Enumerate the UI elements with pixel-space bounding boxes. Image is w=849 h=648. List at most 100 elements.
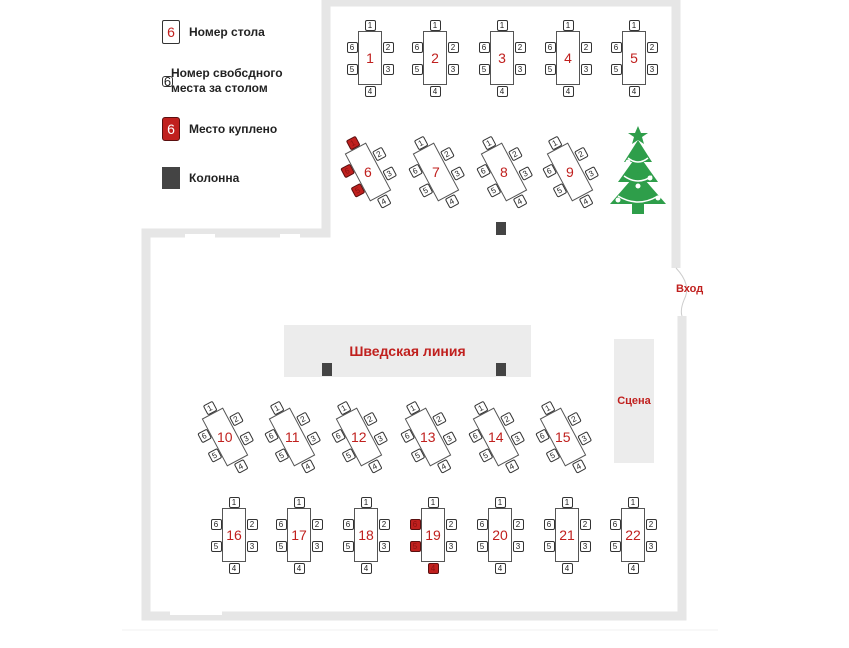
seat-free[interactable]: 6 bbox=[275, 518, 287, 530]
seat-free[interactable]: 6 bbox=[544, 41, 556, 53]
stage-area: Сцена bbox=[614, 339, 654, 463]
legend-free-seat-swatch: 6 bbox=[162, 73, 173, 89]
table-number: 7 bbox=[432, 164, 440, 181]
seat-free[interactable]: 2 bbox=[646, 41, 658, 53]
seat-free[interactable]: 2 bbox=[246, 518, 258, 530]
seat-free[interactable]: 3 bbox=[246, 540, 258, 552]
table[interactable]: 21 bbox=[555, 508, 579, 562]
seat-free[interactable]: 4 bbox=[627, 562, 639, 574]
seat-free[interactable]: 3 bbox=[378, 540, 390, 552]
seat-free[interactable]: 6 bbox=[210, 518, 222, 530]
seat-free[interactable]: 3 bbox=[645, 540, 657, 552]
seat-free[interactable]: 4 bbox=[293, 562, 305, 574]
table-number: 2 bbox=[431, 50, 439, 66]
table[interactable]: 4 bbox=[556, 31, 580, 85]
seat-free[interactable]: 4 bbox=[360, 562, 372, 574]
seat-free[interactable]: 3 bbox=[445, 540, 457, 552]
table-number: 13 bbox=[420, 429, 436, 446]
seat-free[interactable]: 2 bbox=[579, 518, 591, 530]
seat-free[interactable]: 1 bbox=[228, 496, 240, 508]
seat-free[interactable]: 5 bbox=[478, 63, 490, 75]
legend-free-seat-line2: места за столом bbox=[171, 81, 268, 95]
seat-free[interactable]: 4 bbox=[562, 85, 574, 97]
table[interactable]: 3 bbox=[490, 31, 514, 85]
seat-free[interactable]: 1 bbox=[360, 496, 372, 508]
seat-free[interactable]: 1 bbox=[427, 496, 439, 508]
seat-free[interactable]: 1 bbox=[628, 19, 640, 31]
seat-free[interactable]: 3 bbox=[646, 63, 658, 75]
seat-free[interactable]: 1 bbox=[627, 496, 639, 508]
table[interactable]: 19 bbox=[421, 508, 445, 562]
legend-bought-seat: 6 Место куплено bbox=[162, 117, 277, 141]
seat-free[interactable]: 6 bbox=[610, 41, 622, 53]
table[interactable]: 5 bbox=[622, 31, 646, 85]
seat-free[interactable]: 5 bbox=[476, 540, 488, 552]
stage-label: Сцена bbox=[617, 395, 651, 407]
seat-free[interactable]: 6 bbox=[543, 518, 555, 530]
seat-free[interactable]: 2 bbox=[311, 518, 323, 530]
table[interactable]: 1 bbox=[358, 31, 382, 85]
seat-free[interactable]: 4 bbox=[496, 85, 508, 97]
seat-free[interactable]: 6 bbox=[478, 41, 490, 53]
seat-free[interactable]: 1 bbox=[561, 496, 573, 508]
seat-free[interactable]: 5 bbox=[609, 540, 621, 552]
seat-free[interactable]: 3 bbox=[447, 63, 459, 75]
seat-free[interactable]: 1 bbox=[364, 19, 376, 31]
table-number: 16 bbox=[226, 527, 242, 543]
seat-free[interactable]: 5 bbox=[210, 540, 222, 552]
table[interactable]: 20 bbox=[488, 508, 512, 562]
wall bbox=[326, 0, 681, 268]
table-number: 4 bbox=[564, 50, 572, 66]
seat-free[interactable]: 4 bbox=[494, 562, 506, 574]
column bbox=[496, 363, 506, 376]
table[interactable]: 18 bbox=[354, 508, 378, 562]
seat-free[interactable]: 4 bbox=[561, 562, 573, 574]
seat-free[interactable]: 1 bbox=[494, 496, 506, 508]
seat-free[interactable]: 3 bbox=[311, 540, 323, 552]
seat-free[interactable]: 3 bbox=[382, 63, 394, 75]
seat-free[interactable]: 6 bbox=[411, 41, 423, 53]
table-number: 9 bbox=[566, 164, 574, 181]
table[interactable]: 16 bbox=[222, 508, 246, 562]
table-number: 6 bbox=[364, 164, 372, 181]
seat-free[interactable]: 3 bbox=[512, 540, 524, 552]
seat-free[interactable]: 5 bbox=[275, 540, 287, 552]
seat-free[interactable]: 6 bbox=[346, 41, 358, 53]
seat-free[interactable]: 2 bbox=[645, 518, 657, 530]
seat-free[interactable]: 4 bbox=[429, 85, 441, 97]
table[interactable]: 22 bbox=[621, 508, 645, 562]
seat-free[interactable]: 4 bbox=[628, 85, 640, 97]
seat-free[interactable]: 6 bbox=[476, 518, 488, 530]
seat-free[interactable]: 2 bbox=[445, 518, 457, 530]
seat-free[interactable]: 5 bbox=[411, 63, 423, 75]
legend-free-seat-label: Номер свобсдного места за столом bbox=[171, 66, 283, 96]
seat-free[interactable]: 4 bbox=[364, 85, 376, 97]
table[interactable]: 2 bbox=[423, 31, 447, 85]
seat-free[interactable]: 3 bbox=[579, 540, 591, 552]
table-number: 14 bbox=[488, 429, 504, 446]
seat-free[interactable]: 5 bbox=[543, 540, 555, 552]
legend-column-swatch bbox=[162, 167, 180, 189]
seat-free[interactable]: 4 bbox=[228, 562, 240, 574]
seat-free[interactable]: 2 bbox=[447, 41, 459, 53]
seat-free[interactable]: 3 bbox=[580, 63, 592, 75]
column bbox=[322, 363, 332, 376]
seat-free[interactable]: 2 bbox=[580, 41, 592, 53]
seat-free[interactable]: 1 bbox=[429, 19, 441, 31]
table-number: 5 bbox=[630, 50, 638, 66]
seat-free[interactable]: 5 bbox=[346, 63, 358, 75]
seat-free[interactable]: 5 bbox=[342, 540, 354, 552]
seat-free[interactable]: 2 bbox=[512, 518, 524, 530]
seat-free[interactable]: 2 bbox=[382, 41, 394, 53]
seat-free[interactable]: 3 bbox=[514, 63, 526, 75]
seat-free[interactable]: 5 bbox=[544, 63, 556, 75]
table[interactable]: 17 bbox=[287, 508, 311, 562]
seat-free[interactable]: 1 bbox=[562, 19, 574, 31]
seat-free[interactable]: 1 bbox=[293, 496, 305, 508]
seat-free[interactable]: 2 bbox=[514, 41, 526, 53]
seat-free[interactable]: 6 bbox=[609, 518, 621, 530]
seat-free[interactable]: 6 bbox=[342, 518, 354, 530]
seat-free[interactable]: 1 bbox=[496, 19, 508, 31]
seat-free[interactable]: 2 bbox=[378, 518, 390, 530]
seat-free[interactable]: 5 bbox=[610, 63, 622, 75]
